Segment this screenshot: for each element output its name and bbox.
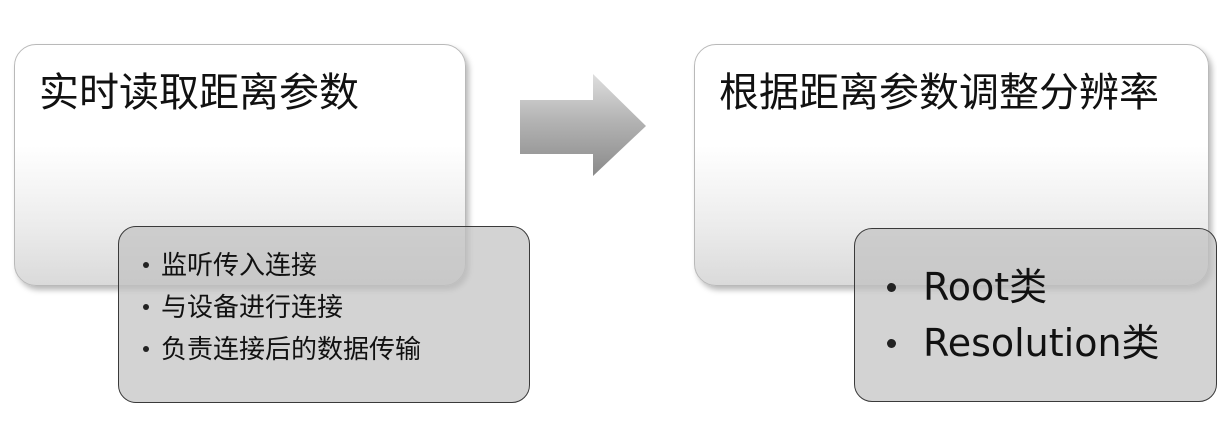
- list-item: 与设备进行连接: [141, 287, 421, 329]
- step-details-box: 监听传入连接 与设备进行连接 负责连接后的数据传输: [118, 226, 530, 403]
- step-title: 根据距离参数调整分辨率: [719, 70, 1159, 116]
- list-item: Root类: [885, 259, 1160, 315]
- list-item-label: Resolution类: [923, 321, 1160, 365]
- bullet-icon: [143, 262, 149, 268]
- list-item-label: 与设备进行连接: [161, 293, 344, 323]
- list-item-label: 监听传入连接: [161, 251, 318, 281]
- step-details-list: 监听传入连接 与设备进行连接 负责连接后的数据传输: [141, 245, 421, 371]
- list-item: Resolution类: [885, 315, 1160, 371]
- list-item: 监听传入连接: [141, 245, 421, 287]
- right-arrow-icon: [520, 74, 646, 176]
- list-item-label: Root类: [923, 265, 1048, 309]
- step-title: 实时读取距离参数: [39, 70, 359, 116]
- list-item: 负责连接后的数据传输: [141, 329, 421, 371]
- bullet-icon: [887, 339, 896, 348]
- list-item-label: 负责连接后的数据传输: [161, 335, 422, 365]
- bullet-icon: [143, 346, 149, 352]
- step-details-box: Root类 Resolution类: [854, 228, 1217, 402]
- step-details-list: Root类 Resolution类: [885, 259, 1160, 371]
- bullet-icon: [143, 304, 149, 310]
- bullet-icon: [887, 283, 896, 292]
